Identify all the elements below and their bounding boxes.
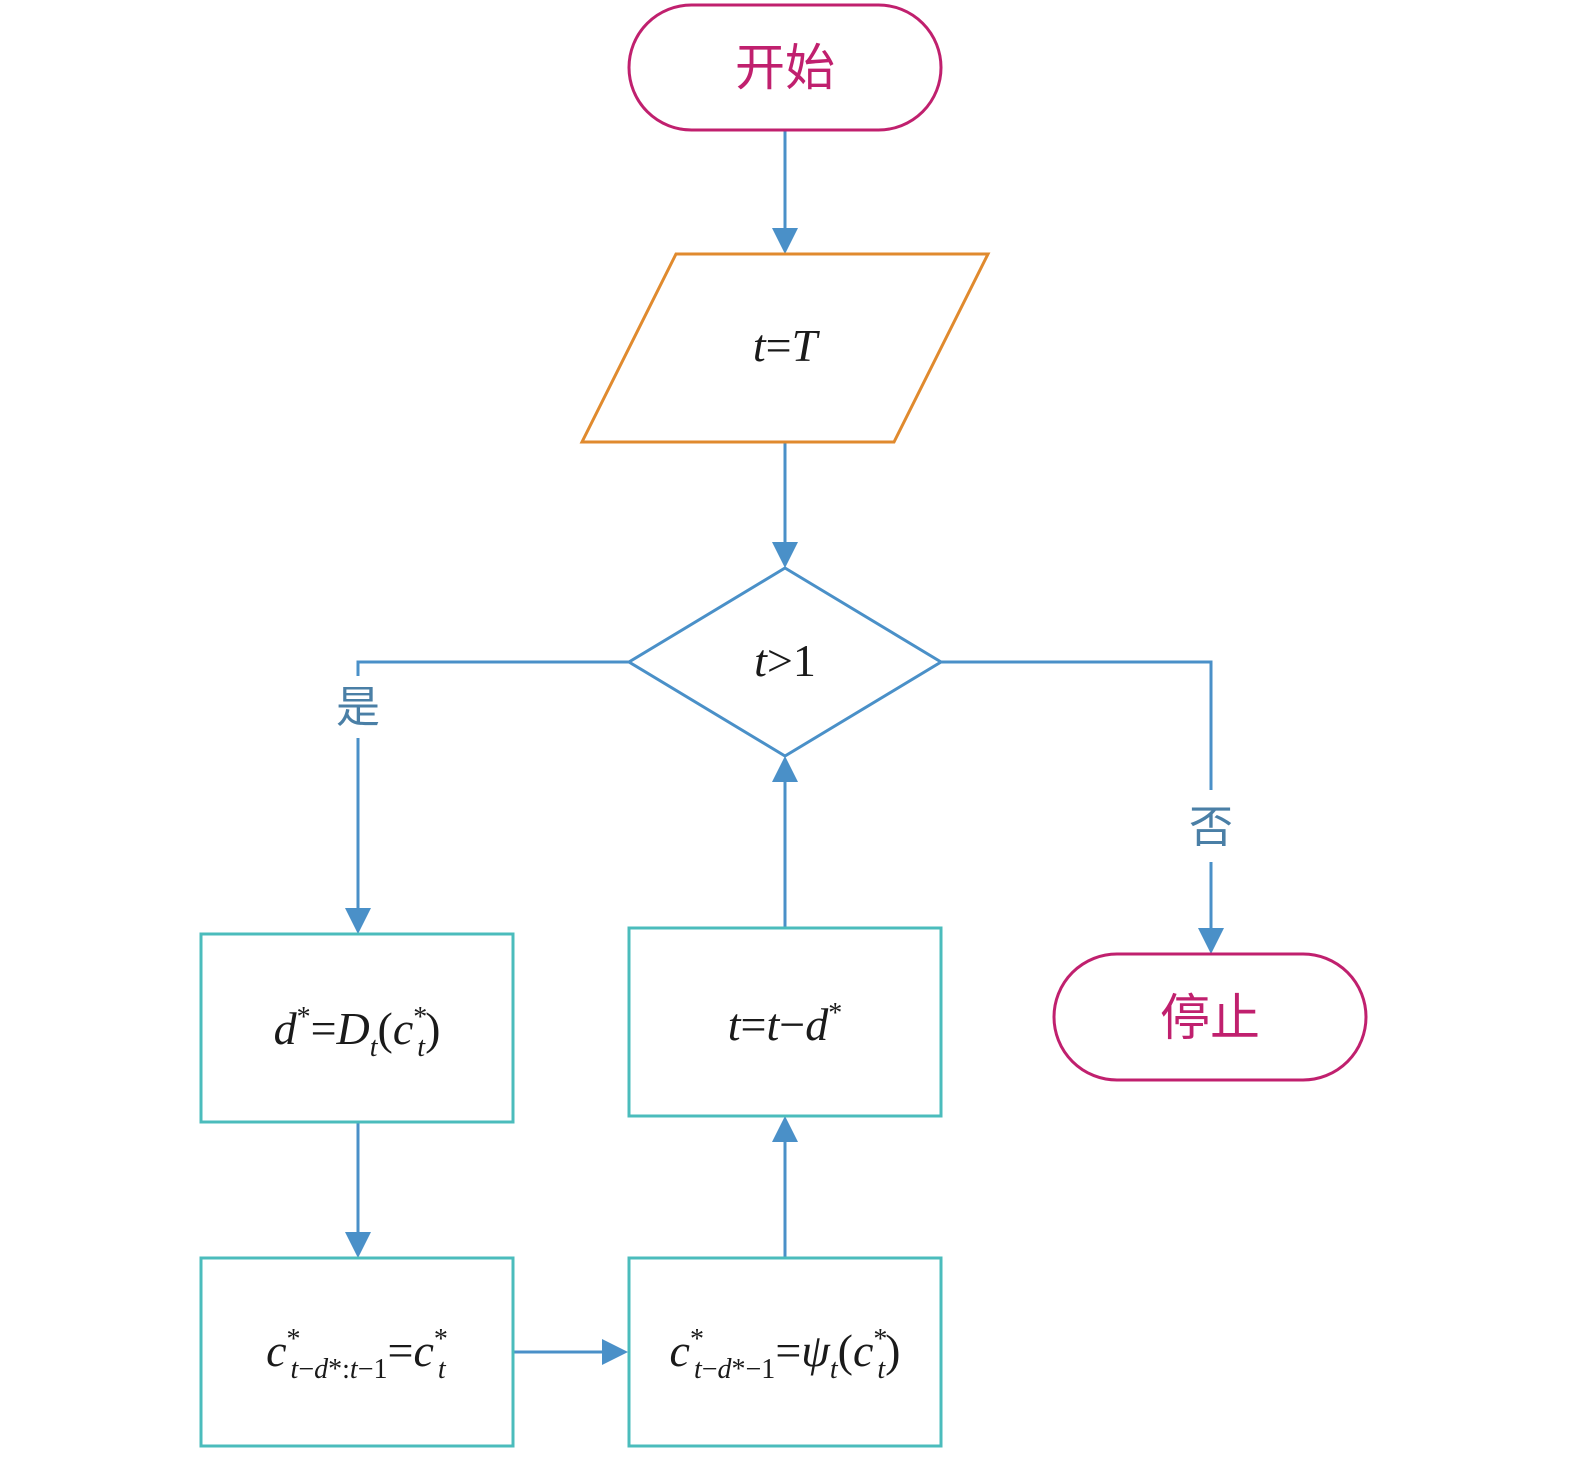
decision-diamond-shape bbox=[626, 566, 944, 758]
stop-terminator-shape bbox=[1052, 952, 1368, 1082]
duration-process-shape bbox=[199, 932, 515, 1124]
arrowhead-decision-top bbox=[772, 542, 798, 568]
update-node: t=t−d* bbox=[627, 926, 943, 1118]
arrowhead-init bbox=[772, 228, 798, 254]
backtrack-node: c*t−d*−1=ψt(c*t) bbox=[627, 1256, 943, 1448]
init-formula: t=T bbox=[753, 320, 821, 371]
branch-label-no: 否 bbox=[1189, 802, 1233, 853]
stop-label: 停止 bbox=[1160, 989, 1260, 1047]
arrowhead-update bbox=[772, 1116, 798, 1142]
arrowhead-duration bbox=[345, 908, 371, 934]
duration-formula: d*=Dt(c*t) bbox=[274, 1002, 441, 1063]
backtrack-process-shape bbox=[627, 1256, 943, 1448]
init-node: t=T bbox=[579, 252, 991, 444]
arrowhead-decision-bottom bbox=[772, 756, 798, 782]
stop-node: 停止 bbox=[1052, 952, 1368, 1082]
connectors bbox=[345, 130, 1224, 1365]
assign-process-shape bbox=[199, 1256, 515, 1448]
edge-decision-to-duration-yes bbox=[356, 660, 629, 676]
branch-label-yes: 是 bbox=[336, 682, 380, 733]
start-node: 开始 bbox=[627, 3, 943, 132]
arrowhead-backtrack bbox=[602, 1339, 628, 1365]
arrowhead-stop bbox=[1198, 928, 1224, 954]
edge-decision-to-stop-no bbox=[941, 660, 1213, 790]
decision-formula: t>1 bbox=[754, 635, 816, 686]
start-label: 开始 bbox=[735, 39, 835, 97]
backtrack-formula: c*t−d*−1=ψt(c*t) bbox=[670, 1324, 901, 1385]
duration-node: d*=Dt(c*t) bbox=[199, 932, 515, 1124]
update-process-shape bbox=[627, 926, 943, 1118]
decision-node: t>1 bbox=[626, 566, 944, 758]
arrowhead-assign bbox=[345, 1232, 371, 1258]
init-parallelogram-shape bbox=[579, 252, 991, 444]
update-formula: t=t−d* bbox=[728, 998, 842, 1050]
start-terminator-shape bbox=[627, 3, 943, 132]
assign-node: c*t−d*:t−1=c*t bbox=[199, 1256, 515, 1448]
